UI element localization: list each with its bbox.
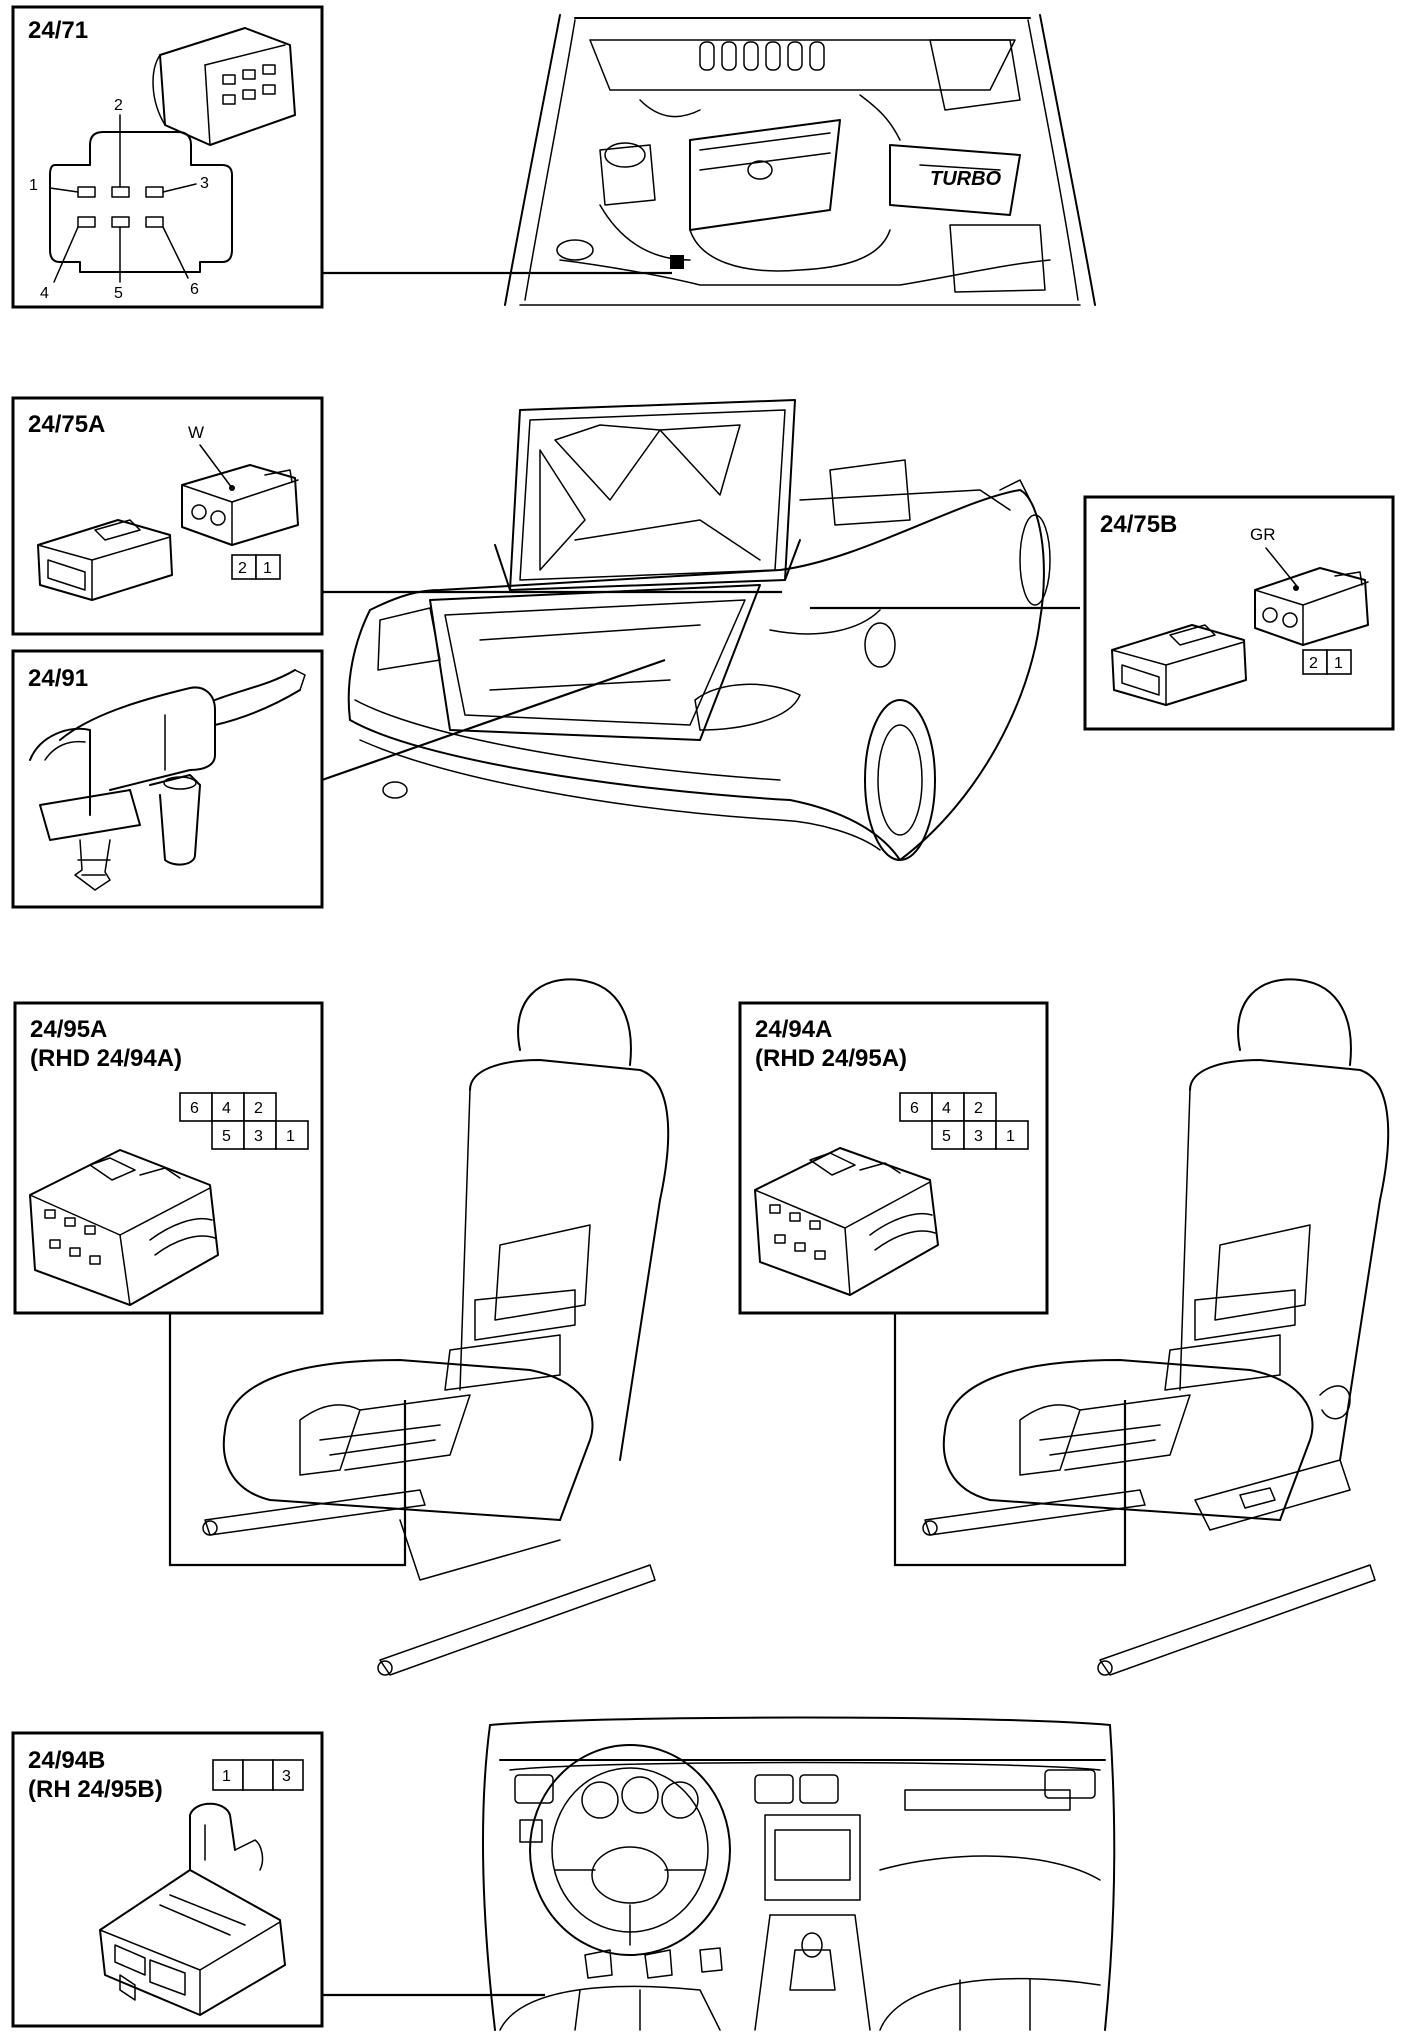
connector-24-75b-cell-1: 1: [1334, 655, 1343, 672]
connector-24-95a-housing: [29, 1149, 219, 1306]
connector-24-91-switch: [29, 669, 306, 891]
connector-24-95a-sub: (RHD 24/94A): [30, 1045, 182, 1072]
pin-3-label: 3: [200, 175, 209, 192]
dashboard-interior-illustration: [482, 1716, 1116, 2031]
connector-24-95a-cell-1: 1: [286, 1128, 295, 1145]
connector-24-94a-sub: (RHD 24/95A): [755, 1045, 907, 1072]
connector-24-94a-cell-3: 3: [974, 1128, 983, 1145]
connector-24-71-pin-face: 1 2 3 4 5 6: [29, 97, 233, 302]
connector-24-71-housing-3d: [152, 27, 296, 146]
connector-24-95a-label: 24/95A: [30, 1016, 107, 1043]
connector-24-94a-housing: [754, 1147, 939, 1296]
connector-24-94b-housing: [99, 1802, 286, 2016]
connector-24-94a-cell-1: 1: [1006, 1128, 1015, 1145]
connector-24-75b-label: 24/75B: [1100, 511, 1177, 538]
connector-24-75b-cell-2: 2: [1309, 655, 1318, 672]
connector-24-95a-cell-2: 2: [254, 1100, 263, 1117]
seat-right-illustration: [922, 978, 1390, 1676]
pin-5-label: 5: [114, 285, 123, 302]
connector-24-75a-box: 24/75A W 2 1: [11, 396, 324, 636]
connector-24-75a-socket: [181, 464, 299, 546]
seat-left-illustration: [202, 978, 670, 1676]
connector-24-75a-label: 24/75A: [28, 411, 105, 438]
pin-2-label: 2: [114, 97, 123, 114]
connector-24-75b-color: GR: [1250, 525, 1276, 544]
connector-24-94a-cell-2: 2: [974, 1100, 983, 1117]
connector-24-75a-cell-1: 1: [263, 560, 272, 577]
connector-24-94b-sub: (RH 24/95B): [28, 1776, 163, 1803]
connector-24-71-label: 24/71: [28, 17, 88, 44]
connector-24-94b-box: 24/94B (RH 24/95B) 1 3: [11, 1731, 324, 2028]
connector-24-95a-cell-3: 3: [254, 1128, 263, 1145]
connector-24-75a-cell-2: 2: [238, 560, 247, 577]
connector-24-75a-color: W: [188, 423, 204, 442]
pin-4-label: 4: [40, 285, 49, 302]
pin-1-label: 1: [29, 177, 38, 194]
engine-bay-illustration: TURBO: [504, 14, 1096, 306]
connector-24-91-label: 24/91: [28, 665, 88, 692]
connector-24-94b-label: 24/94B: [28, 1747, 105, 1774]
connector-24-95a-cell-6: 6: [190, 1100, 199, 1117]
convertible-rear-illustration: [347, 399, 1051, 861]
connector-24-94a-cell-4: 4: [942, 1100, 951, 1117]
pin-6-label: 6: [190, 281, 199, 298]
connector-24-94a-cell-5: 5: [942, 1128, 951, 1145]
svg-text:TURBO: TURBO: [930, 168, 1002, 190]
connector-24-75b-plug: [1111, 624, 1247, 706]
connector-24-75a-plug: [37, 519, 173, 601]
connector-24-95a-cell-5: 5: [222, 1128, 231, 1145]
connector-24-91-box: 24/91: [11, 649, 324, 909]
connector-24-94a-cell-6: 6: [910, 1100, 919, 1117]
connector-24-94b-cell-3: 3: [282, 1768, 291, 1785]
connector-24-71-box: 24/71: [11, 5, 324, 309]
connector-24-75b-socket: [1254, 567, 1369, 646]
connector-24-75b-box: 24/75B GR 2 1: [1083, 495, 1395, 731]
connector-24-95a-box: 24/95A (RHD 24/94A) 6 4 2 5 3 1: [13, 1001, 324, 1315]
connector-24-94a-label: 24/94A: [755, 1016, 832, 1043]
connector-24-94a-box: 24/94A (RHD 24/95A) 6 4 2 5 3 1: [738, 1001, 1049, 1315]
connector-24-95a-cell-4: 4: [222, 1100, 231, 1117]
connector-24-94b-cell-1: 1: [222, 1768, 231, 1785]
